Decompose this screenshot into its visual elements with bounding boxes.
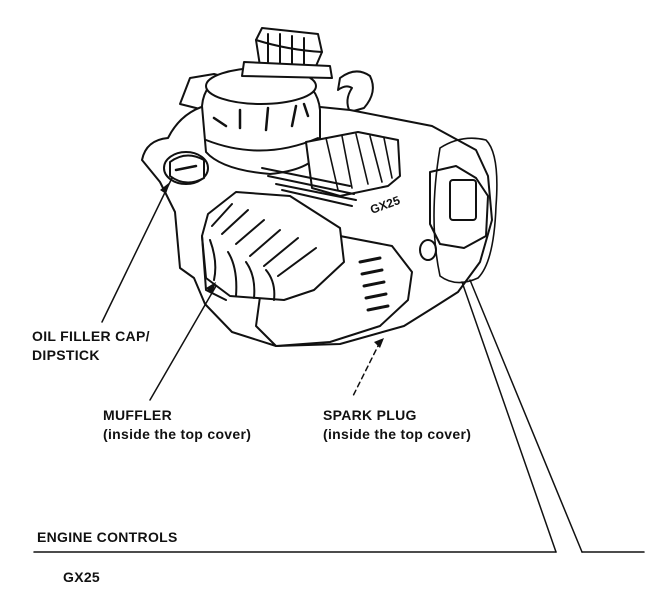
engine-controls-label: ENGINE CONTROLS xyxy=(37,529,178,545)
muffler-label-line1: MUFFLER xyxy=(103,407,172,423)
oil-filler-cap-label-line2: DIPSTICK xyxy=(32,347,100,363)
muffler-label-line2: (inside the top cover) xyxy=(103,426,252,442)
spark-plug-leader xyxy=(351,341,381,399)
model-label: GX25 xyxy=(63,569,100,585)
spark-plug-label: SPARK PLUG (inside the top cover) xyxy=(323,406,471,444)
spark-plug-label-line1: SPARK PLUG xyxy=(323,407,417,423)
controls-frame xyxy=(433,137,498,284)
carry-handle xyxy=(337,70,374,113)
spark-plug-label-line2: (inside the top cover) xyxy=(323,426,472,442)
air-cleaner-cover xyxy=(305,131,401,197)
controls-leader-a xyxy=(461,281,557,553)
muffler-leader xyxy=(149,285,217,401)
controls-leader-b xyxy=(469,279,583,553)
oil-filler-cap-label: OIL FILLER CAP/ DIPSTICK xyxy=(32,327,150,365)
muffler-label: MUFFLER (inside the top cover) xyxy=(103,406,251,444)
fuel-cap xyxy=(255,27,323,67)
oil-filler-cap-label-line1: OIL FILLER CAP/ xyxy=(32,328,150,344)
oil-cap-leader xyxy=(101,177,173,323)
